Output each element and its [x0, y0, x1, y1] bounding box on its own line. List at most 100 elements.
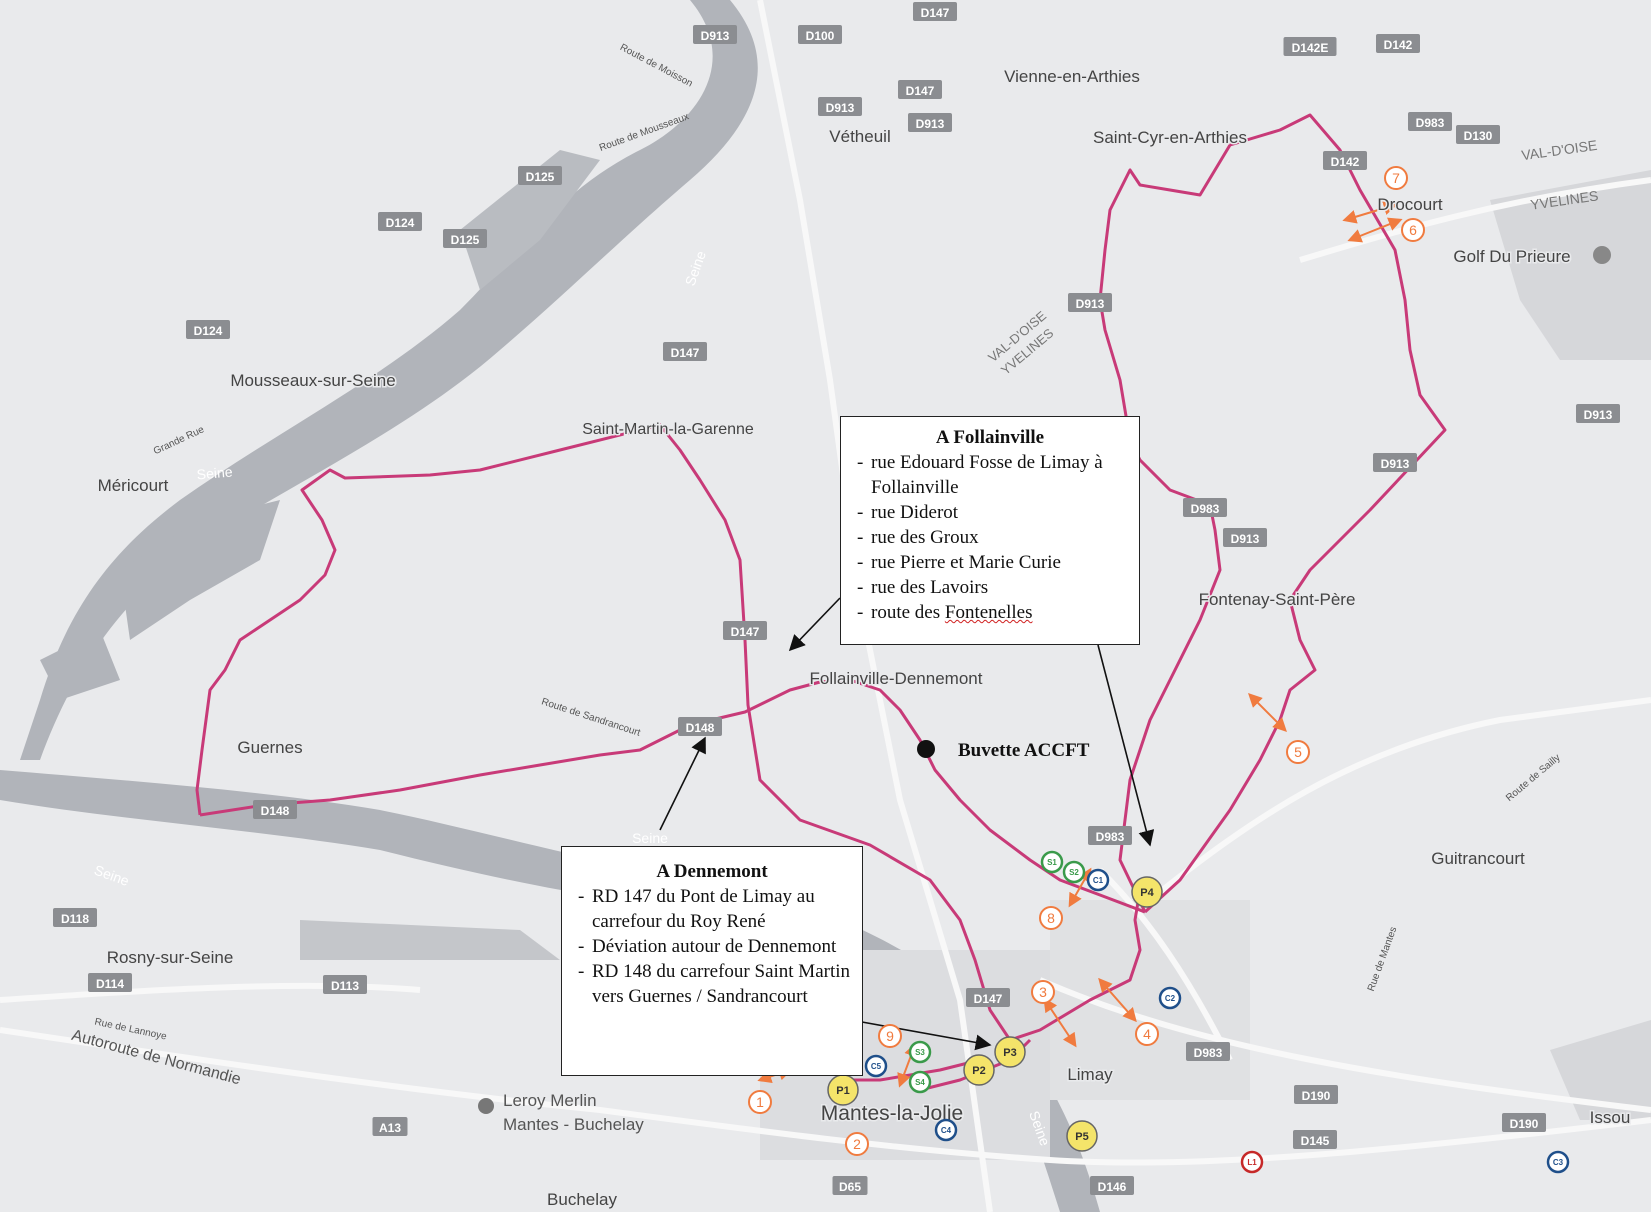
road-label: D913 [818, 97, 862, 116]
road-label: D190 [1294, 1085, 1338, 1104]
pin-icon [478, 1098, 494, 1114]
road-label: D142 [1376, 34, 1420, 53]
buvette-marker[interactable] [917, 740, 935, 758]
crossing-marker[interactable]: C5 [864, 1054, 888, 1078]
svg-text:A13: A13 [379, 1121, 401, 1135]
town-label[interactable]: Vienne-en-Arthies [1003, 66, 1142, 88]
poi-label[interactable]: Mantes - Buchelay [503, 1115, 644, 1134]
town-label[interactable]: Saint-Martin-la-Garenne [581, 420, 756, 440]
svg-text:D913: D913 [1076, 297, 1105, 311]
town-label[interactable]: Mousseaux-sur-Seine [229, 370, 397, 392]
road-label: D142E [1283, 37, 1337, 56]
closure-number-marker[interactable]: 7 [1384, 166, 1408, 190]
svg-text:D114: D114 [96, 977, 124, 991]
svg-text:P2: P2 [972, 1065, 985, 1077]
town-label[interactable]: Guernes [236, 737, 304, 759]
callout-arrows [659, 597, 1155, 1051]
river-label: Seine [632, 830, 668, 846]
closure-number-marker[interactable]: 3 [1031, 980, 1055, 1004]
svg-text:D130: D130 [1464, 129, 1493, 143]
closure-number-marker[interactable]: 4 [1135, 1022, 1159, 1046]
crossing-marker[interactable]: C1 [1086, 868, 1110, 892]
town-label[interactable]: Issou [1588, 1107, 1632, 1129]
town-label[interactable]: Saint-Cyr-en-Arthies [1092, 127, 1249, 149]
lake [300, 920, 560, 960]
svg-text:D148: D148 [261, 804, 290, 818]
closure-number-marker[interactable]: 2 [845, 1132, 869, 1156]
security-marker[interactable]: S3 [908, 1040, 932, 1064]
town-label[interactable]: Golf Du Prieure [1452, 246, 1572, 268]
road-label: D130 [1456, 125, 1500, 144]
dennemont-road-item: RD 148 du carrefour Saint Martin vers Gu… [570, 959, 854, 1009]
road-label: D146 [1090, 1176, 1134, 1195]
road-label: A13 [372, 1117, 408, 1136]
town-label[interactable]: Guitrancourt [1430, 848, 1527, 870]
security-marker[interactable]: S1 [1040, 850, 1064, 874]
svg-text:1: 1 [756, 1094, 764, 1110]
red-marker[interactable]: L1 [1240, 1150, 1264, 1174]
parking-marker[interactable]: P1 [827, 1074, 859, 1106]
svg-text:C4: C4 [941, 1126, 952, 1135]
follainville-street-item: rue des Groux [849, 525, 1131, 550]
follainville-street-item: route des Fontenelles [849, 600, 1131, 625]
closure-number-marker[interactable]: 6 [1401, 218, 1425, 242]
svg-text:D146: D146 [1098, 1180, 1127, 1194]
road-label: D190 [1502, 1113, 1546, 1132]
town-label[interactable]: Drocourt [1376, 194, 1444, 216]
closure-number-marker[interactable]: 5 [1286, 740, 1310, 764]
lake [460, 150, 600, 290]
svg-text:D147: D147 [671, 346, 700, 360]
svg-text:4: 4 [1143, 1026, 1151, 1042]
closure-number-marker[interactable]: 9 [878, 1024, 902, 1048]
town-label[interactable]: Rosny-sur-Seine [105, 947, 235, 969]
town-label[interactable]: Vétheuil [828, 126, 892, 148]
poi-label[interactable]: Leroy Merlin [503, 1091, 597, 1110]
svg-text:D124: D124 [194, 324, 223, 338]
svg-text:S4: S4 [915, 1078, 925, 1087]
svg-text:3: 3 [1039, 984, 1047, 1000]
road-label: D983 [1408, 112, 1452, 131]
svg-text:8: 8 [1047, 910, 1055, 926]
parking-marker[interactable]: P4 [1131, 876, 1163, 908]
road-label: D983 [1183, 498, 1227, 517]
security-marker[interactable]: S2 [1062, 860, 1086, 884]
parking-marker[interactable]: P5 [1066, 1120, 1098, 1152]
dennemont-road-item: RD 147 du Pont de Limay au carrefour du … [570, 884, 854, 934]
security-marker[interactable]: S4 [908, 1070, 932, 1094]
crossing-marker[interactable]: C2 [1158, 986, 1182, 1010]
svg-text:D124: D124 [386, 216, 415, 230]
closure-number-marker[interactable]: 1 [748, 1090, 772, 1114]
town-label[interactable]: Follainville-Dennemont [808, 668, 984, 690]
svg-text:D983: D983 [1191, 502, 1220, 516]
road-label: D114 [88, 973, 132, 992]
svg-text:6: 6 [1409, 222, 1417, 238]
closure-number-marker[interactable]: 8 [1039, 906, 1063, 930]
svg-text:D147: D147 [731, 625, 760, 639]
svg-text:D147: D147 [906, 84, 935, 98]
town-label[interactable]: Limay [1066, 1064, 1115, 1086]
parking-marker[interactable]: P2 [963, 1054, 995, 1086]
svg-text:D983: D983 [1096, 830, 1125, 844]
town-label[interactable]: Buchelay [546, 1189, 619, 1211]
svg-text:D913: D913 [826, 101, 855, 115]
road-label: D913 [1223, 528, 1267, 547]
svg-text:S3: S3 [915, 1048, 925, 1057]
crossing-marker[interactable]: C3 [1546, 1150, 1570, 1174]
road-label: D147 [966, 988, 1010, 1007]
town-label[interactable]: Fontenay-Saint-Père [1197, 589, 1357, 611]
svg-text:S2: S2 [1069, 868, 1079, 877]
town-label[interactable]: Méricourt [96, 475, 170, 497]
parking-marker[interactable]: P3 [994, 1036, 1026, 1068]
svg-text:D913: D913 [701, 29, 730, 43]
svg-text:P4: P4 [1140, 887, 1154, 899]
svg-text:D190: D190 [1302, 1089, 1331, 1103]
golf-icon [1593, 246, 1611, 264]
river-label: Seine [196, 463, 233, 482]
svg-text:D125: D125 [451, 233, 480, 247]
follainville-box-title: A Follainville [935, 427, 1045, 448]
crossing-marker[interactable]: C4 [934, 1118, 958, 1142]
